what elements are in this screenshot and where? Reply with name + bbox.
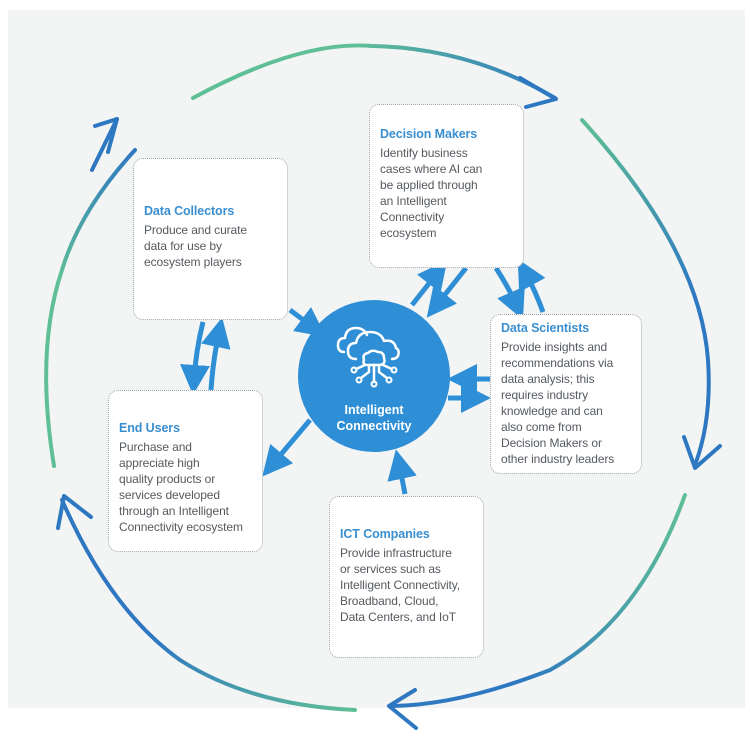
cycle-arc-top <box>191 43 557 100</box>
edge-hub-to-decision <box>410 260 448 307</box>
desc-line: or services such as <box>340 562 441 576</box>
edge-decision-to-scientists <box>493 266 525 320</box>
edge-ict-to-hub <box>387 449 417 495</box>
desc-line: Broadband, Cloud, <box>340 594 439 608</box>
desc-line: an Intelligent <box>380 194 447 208</box>
node-description: Provide insights and recommendations via… <box>501 339 631 467</box>
desc-line: Provide infrastructure <box>340 546 452 560</box>
node-data-scientists: Data Scientists Provide insights and rec… <box>490 314 642 474</box>
cycle-arrowhead-top <box>518 76 558 109</box>
desc-line: knowledge and can <box>501 404 603 418</box>
desc-line: Connectivity ecosystem <box>119 520 243 534</box>
hub-label-line2: Connectivity <box>336 419 412 433</box>
desc-line: Provide insights and <box>501 340 608 354</box>
node-title: Data Collectors <box>144 204 235 218</box>
node-description: Purchase and appreciate high quality pro… <box>119 439 252 535</box>
cycle-arc-bottom-left <box>60 498 357 712</box>
cycle-arc-right <box>580 118 711 467</box>
node-description: Identify business cases where AI can be … <box>380 145 513 241</box>
desc-line: Intelligent Connectivity, <box>340 578 461 592</box>
edge-collectors-to-endusers <box>180 321 210 395</box>
desc-line: cases where AI can <box>380 162 483 176</box>
desc-line: Data Centers, and IoT <box>340 610 456 624</box>
cloud-ai-circuit-icon <box>336 326 400 388</box>
desc-line: quality products or <box>119 472 216 486</box>
desc-line: recommendations via <box>501 356 614 370</box>
desc-line: data for use by <box>144 239 222 253</box>
desc-line: ecosystem players <box>144 255 242 269</box>
desc-line: Purchase and <box>119 440 192 454</box>
desc-line: be applied through <box>380 178 478 192</box>
desc-line: ecosystem <box>380 226 437 240</box>
cycle-arc-bottom-right <box>390 493 687 708</box>
edge-collectors-to-hub <box>288 307 326 337</box>
desc-line: appreciate high <box>119 456 200 470</box>
node-title: End Users <box>119 421 180 435</box>
hub-intelligent-connectivity: Intelligent Connectivity <box>298 300 450 452</box>
cycle-arrowhead-right <box>682 435 722 470</box>
hub-label: Intelligent Connectivity <box>298 402 450 434</box>
node-description: Produce and curate data for use by ecosy… <box>144 222 277 270</box>
node-decision-makers: Decision Makers Identify business cases … <box>369 104 524 268</box>
node-description: Provide infrastructure or services such … <box>340 545 473 625</box>
desc-line: Identify business <box>380 146 468 160</box>
edge-decision-to-hub <box>426 266 468 318</box>
desc-line: through an Intelligent <box>119 504 229 518</box>
desc-line: Connectivity <box>380 210 445 224</box>
node-title: Decision Makers <box>380 127 478 141</box>
desc-line: other industry leaders <box>501 452 615 466</box>
desc-line: services developed <box>119 488 220 502</box>
desc-line: Produce and curate <box>144 223 247 237</box>
cycle-arrowhead-left <box>56 494 93 530</box>
node-end-users: End Users Purchase and appreciate high q… <box>108 390 263 552</box>
node-ict-companies: ICT Companies Provide infrastructure or … <box>329 496 484 658</box>
edge-hub-to-endusers <box>262 418 312 477</box>
cycle-arrowhead-bottom <box>387 688 418 730</box>
desc-line: also come from <box>501 420 582 434</box>
cycle-arc-left <box>44 148 137 468</box>
desc-line: Decision Makers or <box>501 436 602 450</box>
edge-endusers-to-collectors <box>201 317 231 391</box>
node-title: ICT Companies <box>340 527 430 541</box>
edge-scientists-to-decision <box>517 258 546 313</box>
node-data-collectors: Data Collectors Produce and curate data … <box>133 158 288 320</box>
hub-label-line1: Intelligent <box>344 403 404 417</box>
desc-line: requires industry <box>501 388 589 402</box>
node-title: Data Scientists <box>501 321 590 335</box>
desc-line: data analysis; this <box>501 372 595 386</box>
